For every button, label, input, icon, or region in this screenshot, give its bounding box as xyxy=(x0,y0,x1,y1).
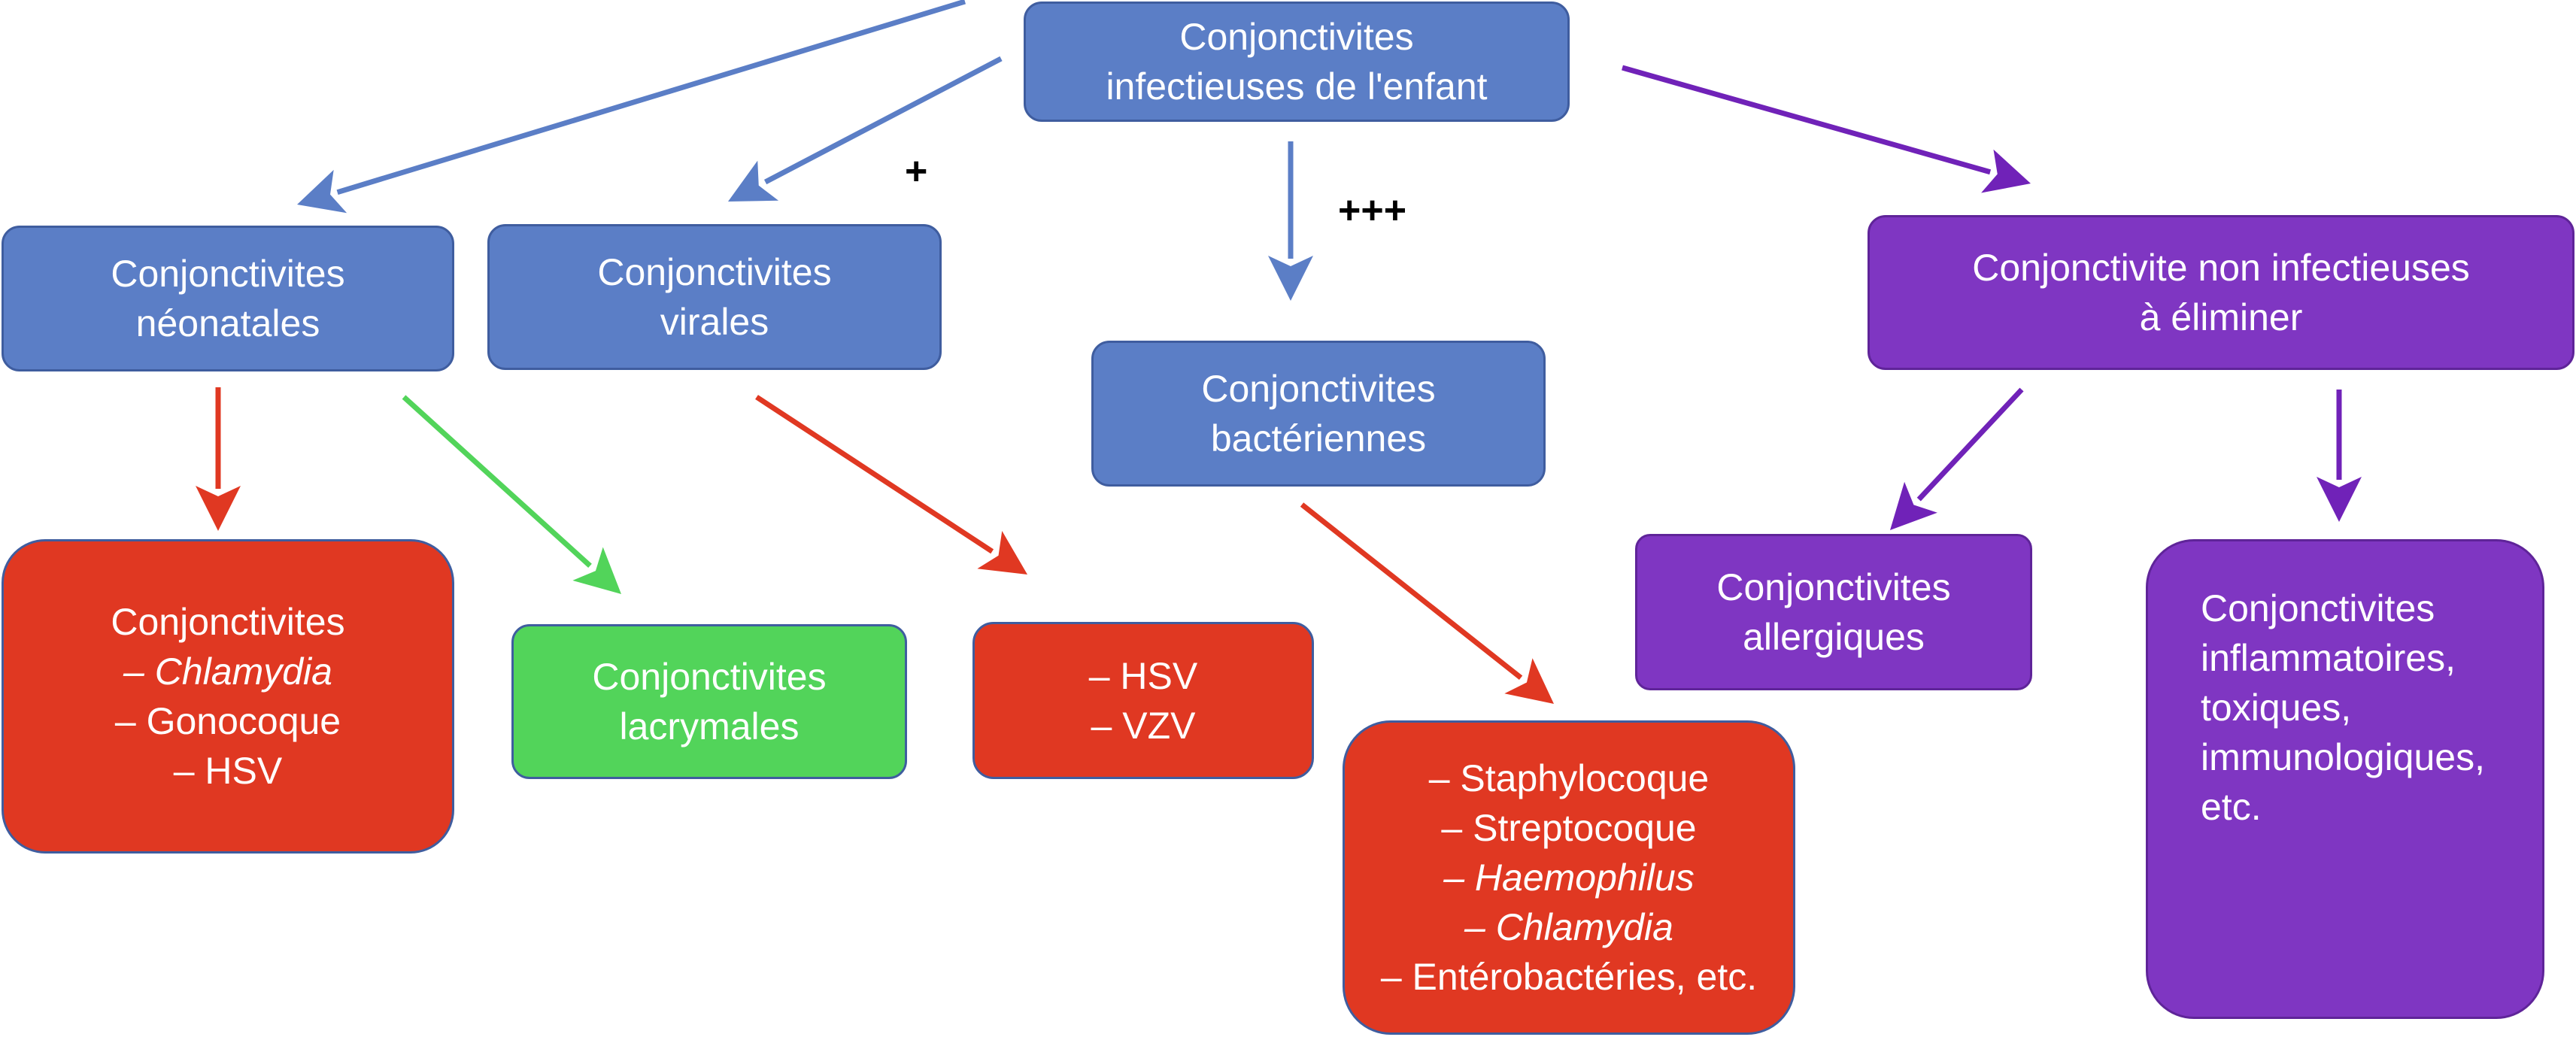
arrow-neonatal-to-causes xyxy=(196,387,241,531)
arrow-neonatal-to-lacrimal xyxy=(402,395,621,594)
arrow-root-to-bacterial xyxy=(1268,141,1313,301)
node-allergic: Conjonctivites allergiques xyxy=(1635,534,2032,690)
arrow-root-to-viral xyxy=(728,56,1003,202)
node-non-infectious: Conjonctivite non infectieuses à élimine… xyxy=(1868,215,2574,370)
node-lacrimal: Conjonctivites lacrymales xyxy=(511,624,907,779)
arrow-root-to-neonatal xyxy=(297,0,966,214)
arrow-noninfectious-to-allergic xyxy=(1890,387,2024,530)
node-viral: Conjonctivites virales xyxy=(487,224,942,370)
node-bacterial-causes: – Staphylocoque – Streptocoque – Haemoph… xyxy=(1343,720,1795,1035)
node-bacterial: Conjonctivites bactériennes xyxy=(1091,341,1546,487)
node-neonatal-causes: Conjonctivites – Chlamydia – Gonocoque –… xyxy=(2,539,454,854)
bacterial-frequency-label: +++ xyxy=(1338,189,1407,232)
arrow-root-to-noninfectious xyxy=(1622,65,2031,193)
node-inflammatory: Conjonctivites inflammatoires, toxiques,… xyxy=(2146,539,2544,1019)
arrow-bacterial-to-causes xyxy=(1300,502,1554,704)
arrow-viral-to-causes xyxy=(755,395,1027,575)
arrow-noninfectious-to-inflammatory xyxy=(2317,390,2362,522)
viral-frequency-label: + xyxy=(905,150,928,193)
node-neonatal: Conjonctivites néonatales xyxy=(2,226,454,371)
node-viral-causes: – HSV – VZV xyxy=(972,622,1314,779)
node-root: Conjonctivites infectieuses de l'enfant xyxy=(1024,2,1570,122)
